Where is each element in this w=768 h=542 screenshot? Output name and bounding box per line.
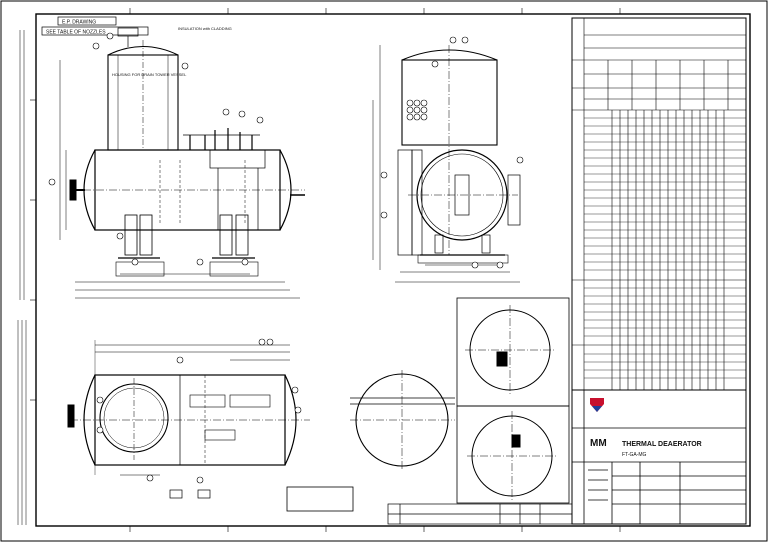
plan-view xyxy=(67,340,310,499)
revision-strip xyxy=(387,503,573,525)
top-left-ref: SEE TABLE OF NOZZLES xyxy=(46,30,106,36)
nozzle-schedule-table xyxy=(571,17,747,391)
section-detail xyxy=(350,370,455,470)
tower-note: HOUSING FOR DRAIN TOWER VESSEL xyxy=(112,72,187,77)
front-view-balloons xyxy=(48,32,264,266)
table-row-rules xyxy=(584,117,746,379)
title-block xyxy=(571,389,747,525)
insulation-callout: INSULATION with CLADDING xyxy=(178,26,232,31)
border-zone-ticks xyxy=(30,8,621,532)
front-elevation-view xyxy=(59,27,305,299)
top-left-label: E.P. DRAWING xyxy=(62,20,96,26)
left-margin-notes xyxy=(17,30,27,525)
drawing-subtitle: FT-GA-MG xyxy=(622,452,647,458)
top-left-ref-box xyxy=(41,26,149,36)
company-logo-text: MM xyxy=(590,438,607,449)
detail-views xyxy=(456,297,570,504)
note-box xyxy=(286,486,354,512)
drawing-border xyxy=(35,13,751,527)
drawing-title: THERMAL DEAERATOR xyxy=(622,441,702,448)
company-logo-icon xyxy=(590,398,604,412)
side-elevation-view xyxy=(372,45,521,283)
side-view-balloons xyxy=(380,36,524,269)
top-left-label-box xyxy=(57,16,117,26)
plan-view-balloons xyxy=(96,338,302,484)
